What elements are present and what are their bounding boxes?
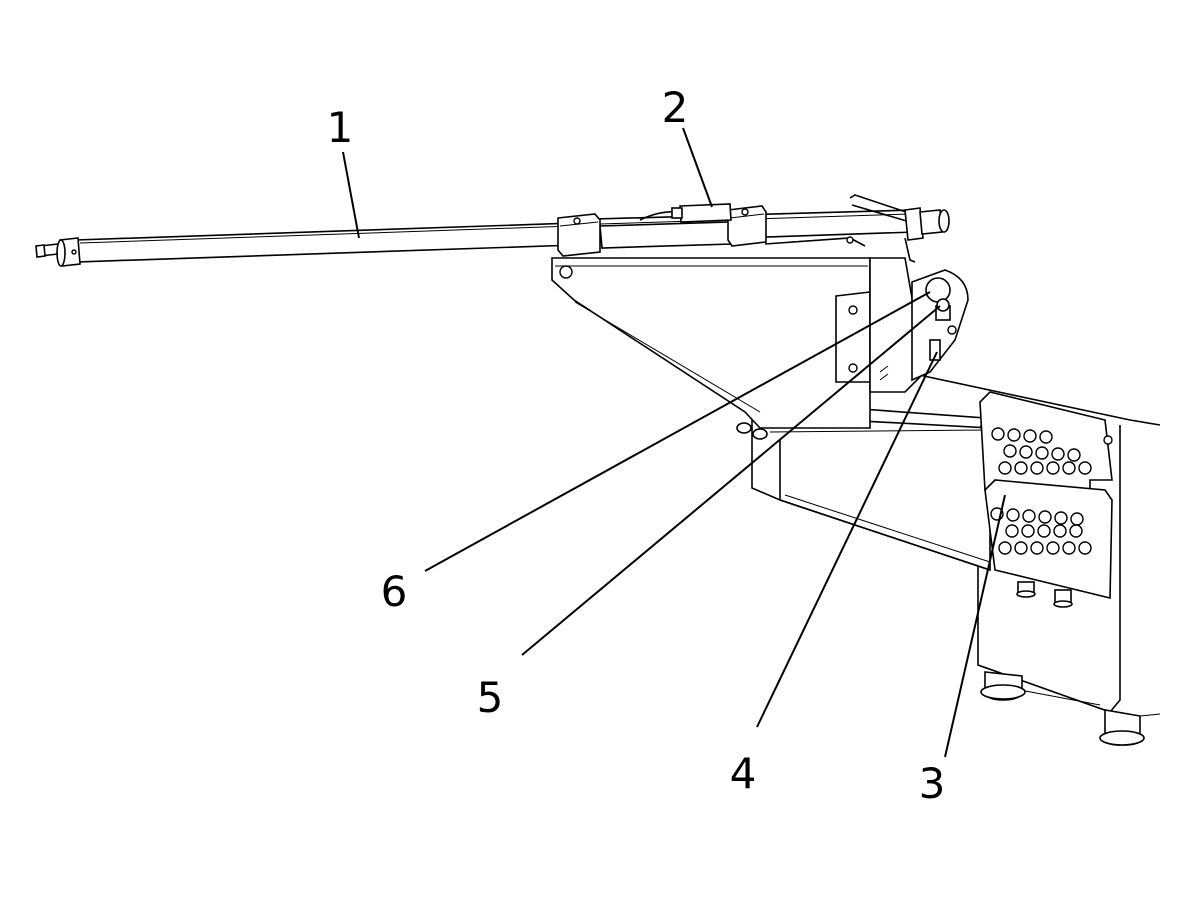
perforation-hole: [1006, 508, 1020, 522]
perforation-hole: [1007, 428, 1021, 442]
perforation-hole: [1021, 524, 1035, 538]
perforation-hole: [1054, 511, 1068, 525]
perforation-hole: [998, 541, 1012, 555]
clamp-block-rear: [727, 205, 767, 247]
perforation-hole: [1078, 541, 1092, 555]
perforation-hole: [1039, 430, 1053, 444]
perforation-hole: [1053, 524, 1067, 538]
perforation-hole: [1005, 524, 1019, 538]
machine-body: [904, 371, 1161, 746]
control-head: [911, 269, 969, 382]
perforation-hole: [1035, 446, 1049, 460]
knob-6: [925, 277, 951, 303]
perforation-hole: [991, 427, 1005, 441]
connector-4: [929, 339, 941, 361]
perforation-hole: [1069, 524, 1083, 538]
perforation-hole: [1003, 444, 1017, 458]
perforation-hole: [1030, 541, 1044, 555]
callout-3: 3: [919, 759, 946, 808]
perforation-hole: [1014, 541, 1028, 555]
perforation-hole: [1038, 510, 1052, 524]
leader-3: [944, 494, 1006, 758]
callout-4: 4: [730, 749, 757, 798]
perforation-hole: [1051, 447, 1065, 461]
leader-1: [342, 151, 360, 239]
leader-6: [424, 291, 931, 572]
perforation-hole: [1078, 461, 1092, 475]
perforation-hole: [1067, 448, 1081, 462]
step-holes-lower: [990, 507, 1092, 555]
callout-5: 5: [477, 673, 504, 722]
horizontal-arm: [35, 194, 950, 267]
perforation-hole: [1023, 429, 1037, 443]
callout-1: 1: [327, 103, 354, 152]
perforation-hole: [1037, 524, 1051, 538]
callout-6: 6: [381, 567, 408, 616]
perforation-hole: [1014, 461, 1028, 475]
perforation-hole: [1070, 512, 1084, 526]
leader-4: [756, 351, 938, 728]
perforation-hole: [1062, 461, 1076, 475]
leader-lines: [342, 127, 1006, 758]
perforation-hole: [1022, 509, 1036, 523]
perforation-hole: [1030, 461, 1044, 475]
support-bracket: [551, 257, 926, 440]
leader-5: [521, 305, 941, 656]
clamp-block-front: [557, 213, 601, 257]
perforation-hole: [1019, 445, 1033, 459]
step-holes-upper: [991, 427, 1092, 475]
perforation-hole: [1046, 461, 1060, 475]
leader-2: [682, 127, 713, 208]
perforated-step: [979, 391, 1113, 600]
cylinder-2: [679, 203, 732, 223]
callout-2: 2: [662, 83, 689, 132]
perforation-hole: [1046, 541, 1060, 555]
perforation-hole: [998, 461, 1012, 475]
callout-labels: 1 2 3 4 5 6: [327, 83, 946, 808]
perforation-hole: [1062, 541, 1076, 555]
